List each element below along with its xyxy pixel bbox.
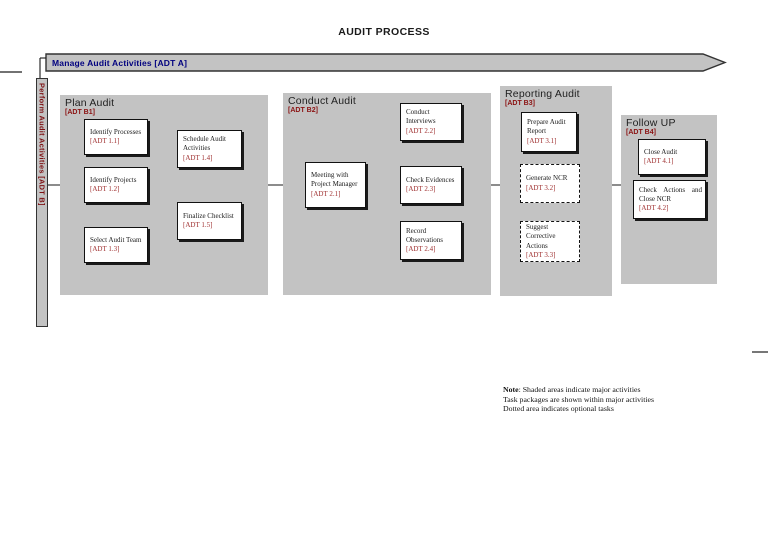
note-line-3: Dotted area indicates optional tasks <box>503 404 614 414</box>
task-title: Close Audit <box>644 147 678 156</box>
task-code: [ADT 1.3] <box>90 245 120 253</box>
perform-audit-activities-bar: Perform Audit Activities [ADT B] <box>36 78 48 327</box>
note-line-2: Task packages are shown within major act… <box>503 394 655 404</box>
note-line-1: Note: Shaded areas indicate major activi… <box>503 385 723 395</box>
task-title: Conduct Interviews <box>406 108 436 126</box>
region-reporting-audit-label: Reporting Audit <box>505 88 580 100</box>
task-code: [ADT 2.4] <box>406 245 436 254</box>
task-code: [ADT 1.1] <box>90 137 120 145</box>
region-plan-audit-label: Plan Audit <box>65 97 115 109</box>
task-box-adt-1-5: Finalize Checklist [ADT 1.5] <box>177 202 242 240</box>
task-title: Meeting with Project Manager <box>311 171 358 189</box>
task-box-adt-2-3: Check Evidences [ADT 2.3] <box>400 166 462 204</box>
task-code: [ADT 2.2] <box>406 126 436 135</box>
task-code: [ADT 4.2] <box>639 204 669 213</box>
task-code: [ADT 1.5] <box>183 221 213 229</box>
task-code: [ADT 3.2] <box>526 183 556 192</box>
region-conduct-audit-label: Conduct Audit <box>288 95 356 107</box>
task-box-adt-1-2: Identify Projects [ADT 1.2] <box>84 167 148 203</box>
note-block: Note: Shaded areas indicate major activi… <box>503 385 723 414</box>
banner-arrow <box>45 53 727 72</box>
task-code: [ADT 2.1] <box>311 189 341 198</box>
task-box-adt-4-2: Check Actions and Close NCR [ADT 4.2] <box>633 180 706 219</box>
task-box-adt-3-1: Prepare Audit Report [ADT 3.1] <box>521 112 577 152</box>
task-box-adt-1-3: Select Audit Team [ADT 1.3] <box>84 227 148 263</box>
side-bar-label: Perform Audit Activities [ADT B] <box>37 83 47 206</box>
task-title: Check Actions and Close NCR <box>639 185 702 203</box>
task-title: Identify Projects <box>90 175 137 184</box>
task-code: [ADT 1.2] <box>90 185 120 193</box>
task-title: Identify Processes <box>90 127 142 136</box>
task-box-adt-2-2: Conduct Interviews [ADT 2.2] <box>400 103 462 141</box>
task-title: Select Audit Team <box>90 235 142 244</box>
task-code: [ADT 1.4] <box>183 153 213 162</box>
region-conduct-audit-code: [ADT B2] <box>288 107 318 114</box>
task-code: [ADT 2.3] <box>406 185 436 193</box>
task-box-adt-3-2: Generate NCR [ADT 3.2] <box>520 164 580 203</box>
note-line-1-text: : Shaded areas indicate major activities <box>518 385 641 394</box>
task-box-adt-1-4: Schedule Audit Activities [ADT 1.4] <box>177 130 242 168</box>
task-box-adt-2-4: Record Observations [ADT 2.4] <box>400 221 462 260</box>
task-box-adt-4-1: Close Audit [ADT 4.1] <box>638 139 706 175</box>
task-box-adt-1-1: Identify Processes [ADT 1.1] <box>84 119 148 155</box>
task-code: [ADT 3.3] <box>526 250 556 259</box>
task-box-adt-2-1: Meeting with Project Manager [ADT 2.1] <box>305 162 366 208</box>
task-code: [ADT 3.1] <box>527 136 557 145</box>
region-follow-up-label: Follow UP <box>626 117 676 129</box>
task-title: Check Evidences <box>406 175 455 184</box>
task-title: Finalize Checklist <box>183 211 234 220</box>
region-reporting-audit-code: [ADT B3] <box>505 100 535 107</box>
task-title: Prepare Audit Report <box>527 118 566 136</box>
note-label: Note <box>503 385 519 394</box>
task-title: Generate NCR <box>526 174 568 183</box>
region-plan-audit-code: [ADT B1] <box>65 109 95 116</box>
region-follow-up-code: [ADT B4] <box>626 129 656 136</box>
banner-label: Manage Audit Activities [ADT A] <box>52 58 188 68</box>
banner-connector <box>39 57 46 78</box>
task-title: Schedule Audit Activities <box>183 135 226 153</box>
task-title: Suggest Corrective Actions <box>526 223 556 250</box>
page-title: AUDIT PROCESS <box>338 26 430 38</box>
task-box-adt-3-3: Suggest Corrective Actions [ADT 3.3] <box>520 221 580 262</box>
task-title: Record Observations <box>406 226 443 244</box>
task-code: [ADT 4.1] <box>644 157 674 165</box>
